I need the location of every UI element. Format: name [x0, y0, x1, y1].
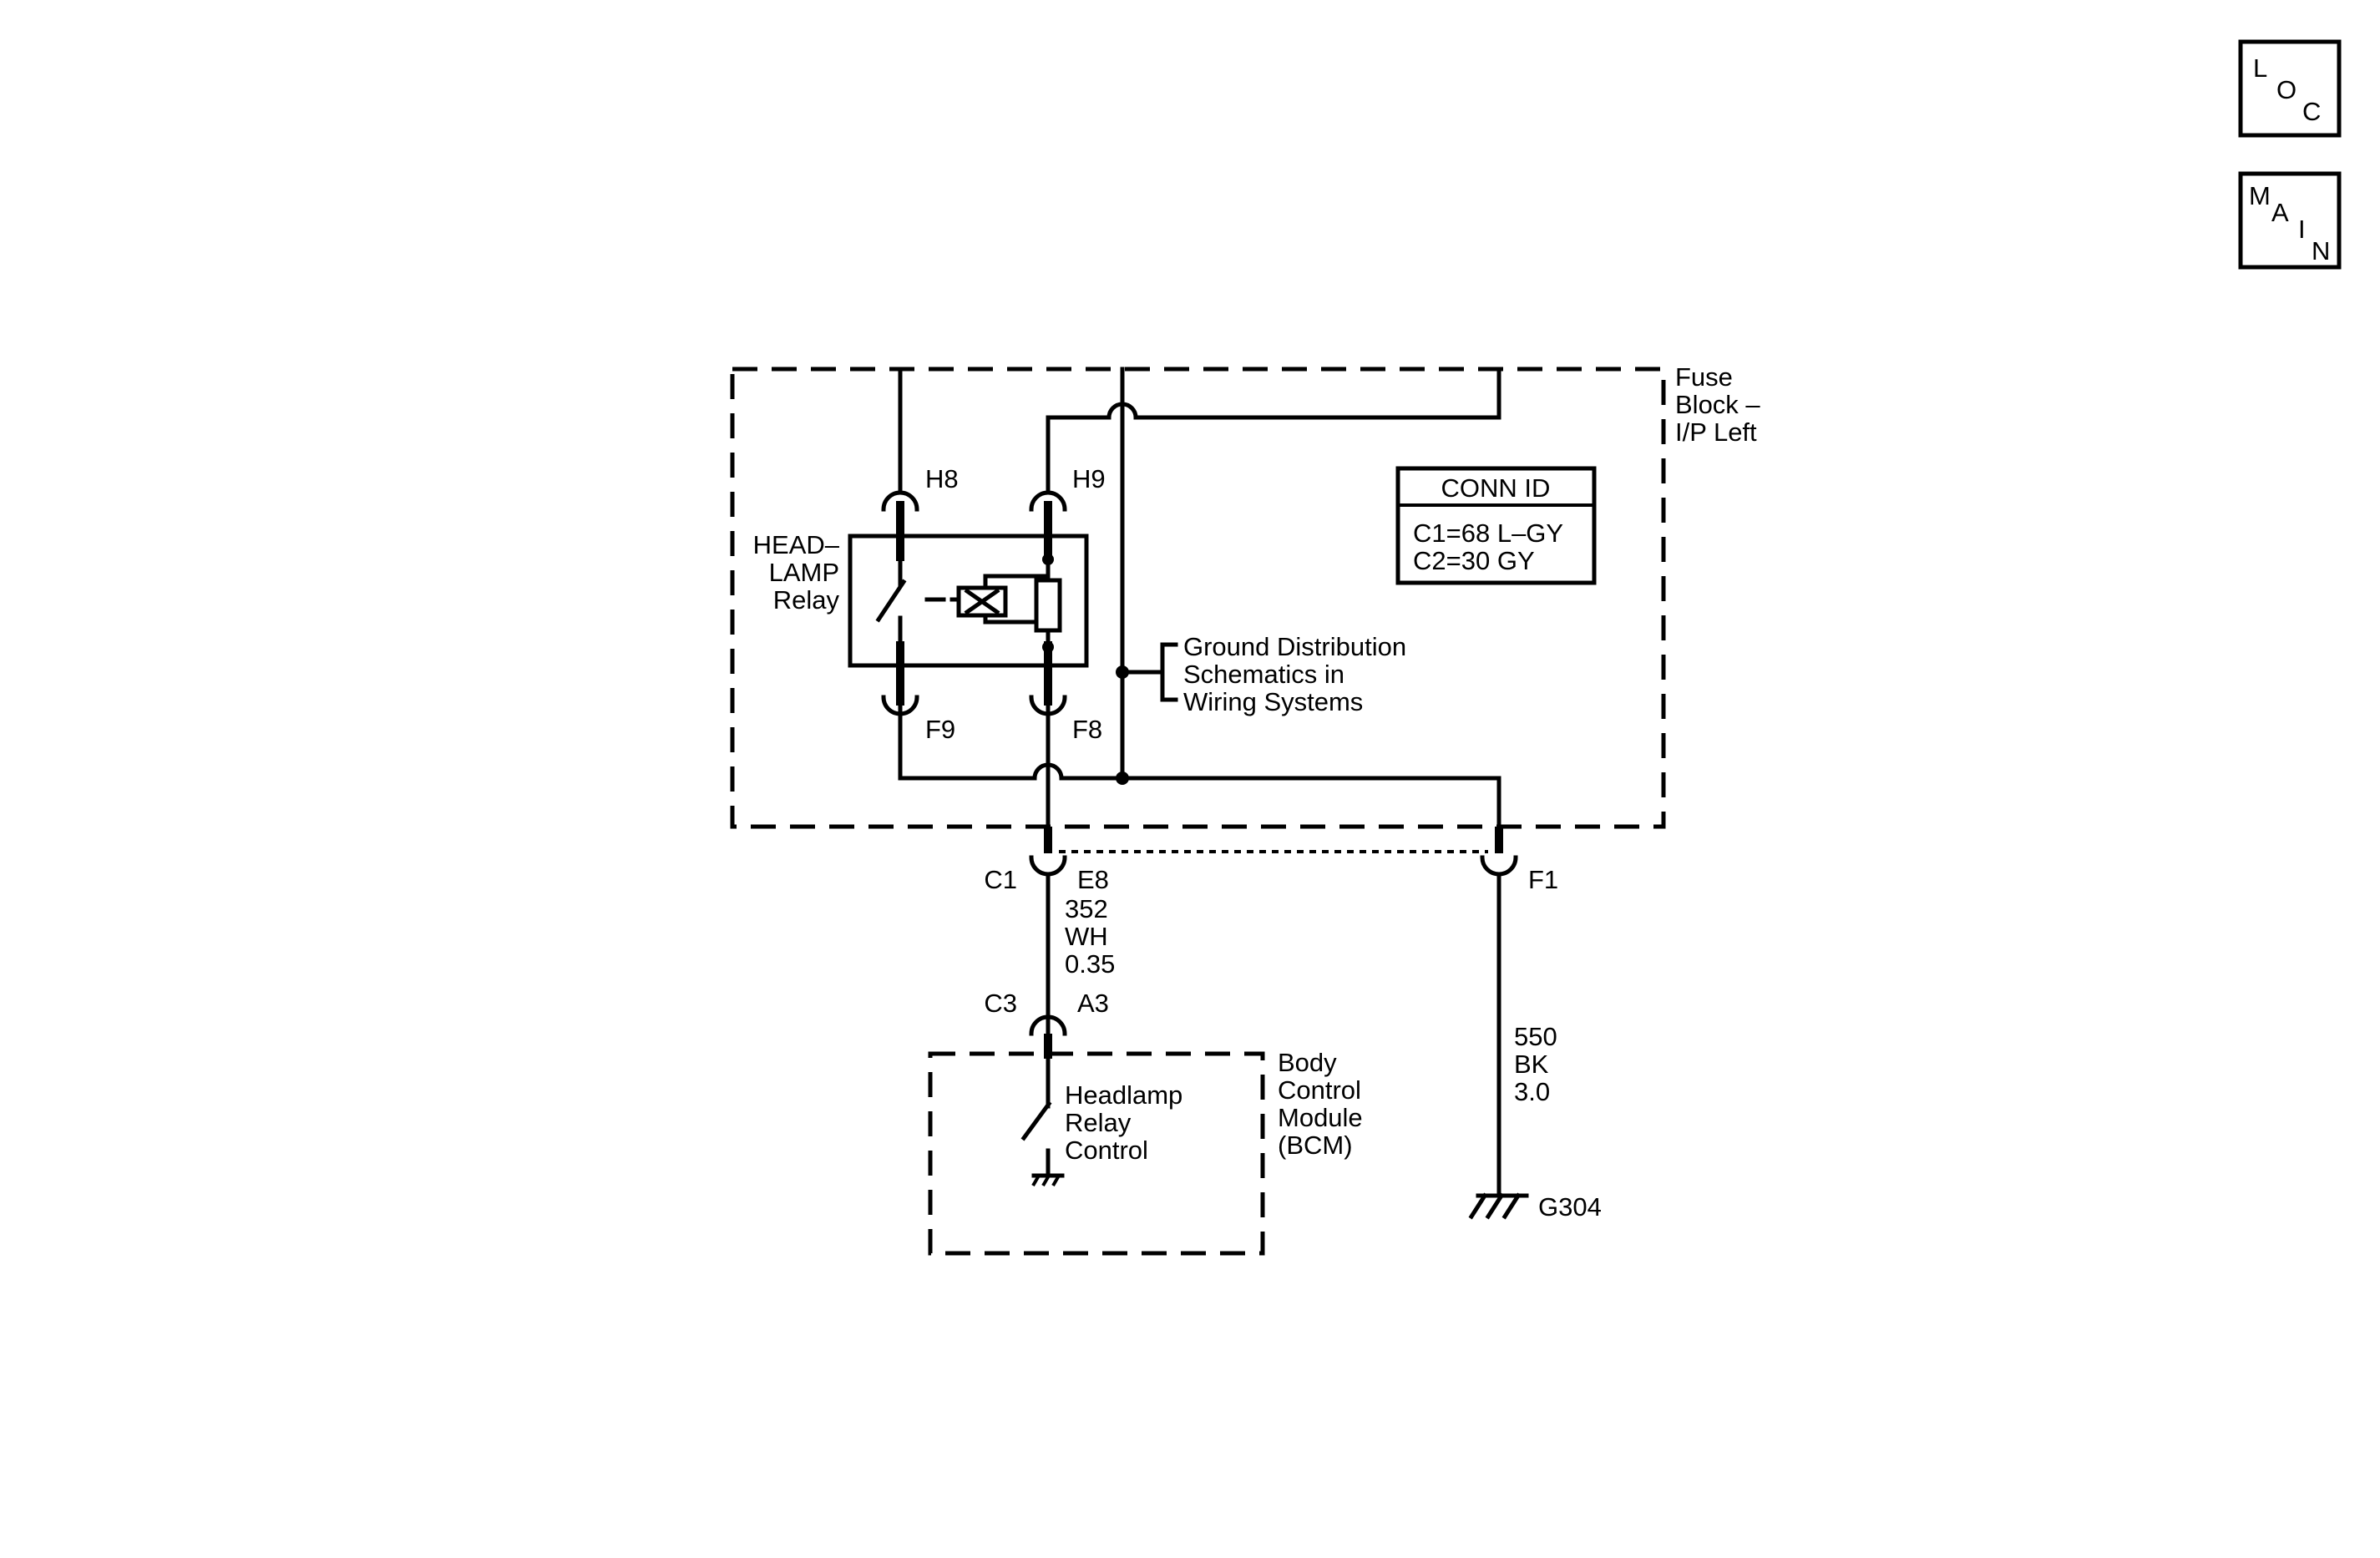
connector-c1-label: C1 — [984, 865, 1017, 894]
wire-352-size: 0.35 — [1065, 949, 1115, 979]
ground-g304-icon — [1468, 1192, 1529, 1220]
fuse-block-label: Fuse Block – I/P Left — [1675, 362, 1760, 447]
conn-id-row2: C2=30 GY — [1413, 546, 1535, 575]
relay-label: HEAD– LAMP Relay — [753, 530, 840, 615]
relay-resistor — [1034, 578, 1062, 633]
relay-switch-contact — [875, 579, 907, 623]
main-button[interactable]: M A I N — [2238, 171, 2342, 270]
conn-id-row1: C1=68 L–GY — [1413, 518, 1563, 548]
terminal-f8-label: F8 — [1072, 715, 1102, 744]
main-letter-n: N — [2312, 236, 2330, 266]
connector-c1-f1-cup — [1480, 855, 1518, 877]
relay-label-line2: LAMP — [769, 558, 839, 587]
main-letter-a: A — [2271, 198, 2289, 227]
terminal-h9-cup — [1029, 490, 1067, 512]
bcm-label-line1: Body — [1278, 1048, 1337, 1077]
ground-g304-label: G304 — [1538, 1192, 1602, 1222]
bcm-switch-label-line2: Relay — [1065, 1108, 1132, 1137]
fuse-block-boundary — [730, 367, 1666, 829]
bcm-boundary — [928, 1051, 1265, 1256]
ground-ref-line3: Wiring Systems — [1183, 687, 1363, 716]
terminal-h9-label: H9 — [1072, 464, 1106, 493]
terminal-f9-label: F9 — [925, 715, 955, 744]
main-letter-m: M — [2249, 181, 2271, 210]
bcm-label: Body Control Module (BCM) — [1278, 1048, 1363, 1160]
fuse-block-wiring — [898, 367, 1501, 837]
connector-c1-pin-label: E8 — [1077, 865, 1109, 894]
relay-label-line3: Relay — [773, 585, 840, 615]
fuse-block-label-line3: I/P Left — [1675, 417, 1757, 447]
loc-letter-l: L — [2253, 53, 2267, 83]
connector-c3-cup — [1029, 1014, 1067, 1036]
bcm-switch-label-line1: Headlamp — [1065, 1080, 1182, 1110]
relay-label-line1: HEAD– — [753, 530, 840, 559]
fuse-block-label-line1: Fuse — [1675, 362, 1733, 392]
wire-550-size: 3.0 — [1514, 1077, 1550, 1106]
loc-button[interactable]: L O C — [2238, 39, 2342, 138]
wire-352-color: WH — [1065, 922, 1108, 951]
wire-550-circuit: 550 — [1514, 1022, 1557, 1051]
wire-352-circuit: 352 — [1065, 894, 1108, 923]
headlamp-relay — [848, 490, 1089, 716]
bcm-switch-label-line3: Control — [1065, 1136, 1148, 1165]
connector-c3-pin-label: A3 — [1077, 989, 1109, 1018]
bcm-label-line4: (BCM) — [1278, 1131, 1353, 1160]
terminal-h8-cup — [881, 490, 919, 512]
main-letter-i: I — [2298, 215, 2306, 244]
ground-ref-line1: Ground Distribution — [1183, 632, 1406, 661]
bcm-headlamp-switch — [1020, 1056, 1065, 1187]
bcm-label-line2: Control — [1278, 1075, 1361, 1105]
loc-letter-o: O — [2276, 75, 2296, 104]
ground-distribution-reference[interactable]: Ground Distribution Schematics in Wiring… — [1183, 632, 1406, 716]
fuse-block-label-line2: Block – — [1675, 390, 1760, 419]
connector-c3-label: C3 — [984, 989, 1017, 1018]
conn-id-title: CONN ID — [1441, 473, 1551, 503]
connector-c1-e8-cup — [1029, 855, 1067, 877]
terminal-f9-cup — [881, 695, 919, 716]
terminal-h8-label: H8 — [925, 464, 959, 493]
pin-f1-label: F1 — [1528, 865, 1558, 894]
wire-550-color: BK — [1514, 1050, 1549, 1079]
bcm-switch-contact — [1020, 1100, 1052, 1141]
loc-letter-c: C — [2302, 97, 2321, 126]
ground-ref-line2: Schematics in — [1183, 660, 1344, 689]
terminal-f8-cup — [1029, 695, 1067, 716]
bcm-label-line3: Module — [1278, 1103, 1363, 1132]
conn-id-table: CONN ID C1=68 L–GY C2=30 GY — [1395, 466, 1597, 585]
